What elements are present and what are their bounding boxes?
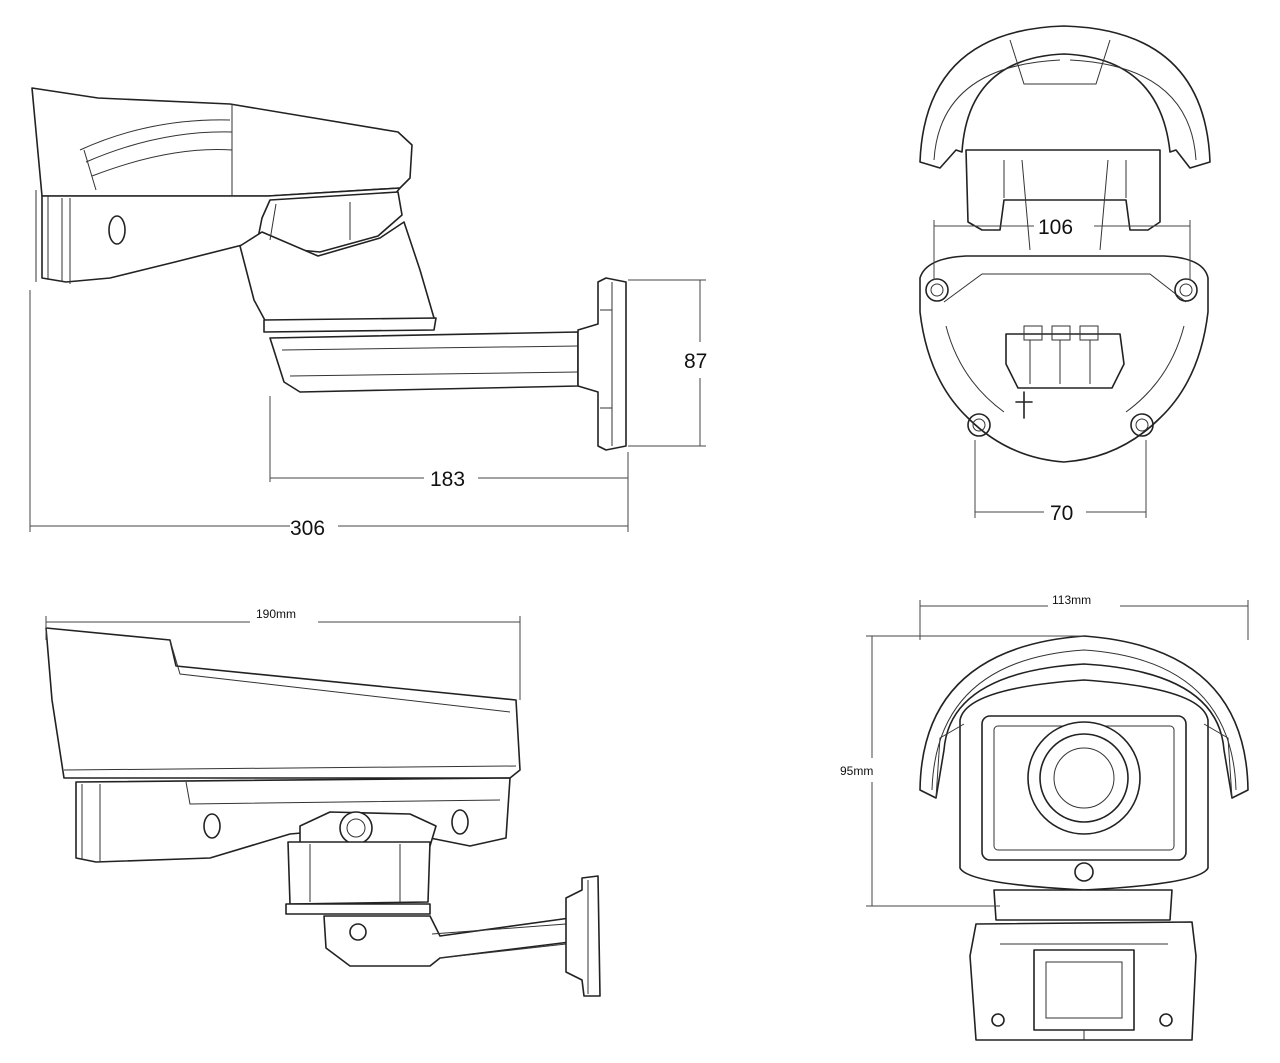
front-housing <box>935 679 1233 891</box>
front-view: 113mm 95mm <box>840 593 1249 1041</box>
front-mount <box>969 889 1197 1041</box>
dimension-lines-top-right <box>933 220 1191 518</box>
front-width-label: 113mm <box>1052 593 1091 607</box>
swivel-mount <box>239 191 437 333</box>
side-view-with-bracket: 306 183 87 <box>29 87 707 540</box>
front-height-label: 95mm <box>840 764 873 778</box>
housing-length-label: 190mm <box>256 607 296 621</box>
lower-width-label: 70 <box>1050 502 1073 525</box>
dimension-lines-bottom-left <box>45 616 521 700</box>
front-sun-shield <box>919 635 1249 799</box>
overall-length-label: 306 <box>290 517 325 540</box>
rear-plate <box>919 255 1209 463</box>
tilt-joint <box>285 811 437 915</box>
lower-bracket <box>323 875 601 997</box>
dimension-lines-top-left <box>29 279 706 532</box>
dimension-lines-bottom-right <box>866 600 1249 907</box>
bracket-length-label: 183 <box>430 468 465 491</box>
rear-mount-view: 106 70 <box>919 25 1211 525</box>
side-housing-view: 190mm <box>45 607 601 997</box>
bracket-arm <box>269 277 627 451</box>
sun-shield <box>919 25 1211 251</box>
housing-top <box>45 627 521 863</box>
upper-width-label: 106 <box>1038 216 1073 239</box>
bracket-height-label: 87 <box>684 350 707 373</box>
